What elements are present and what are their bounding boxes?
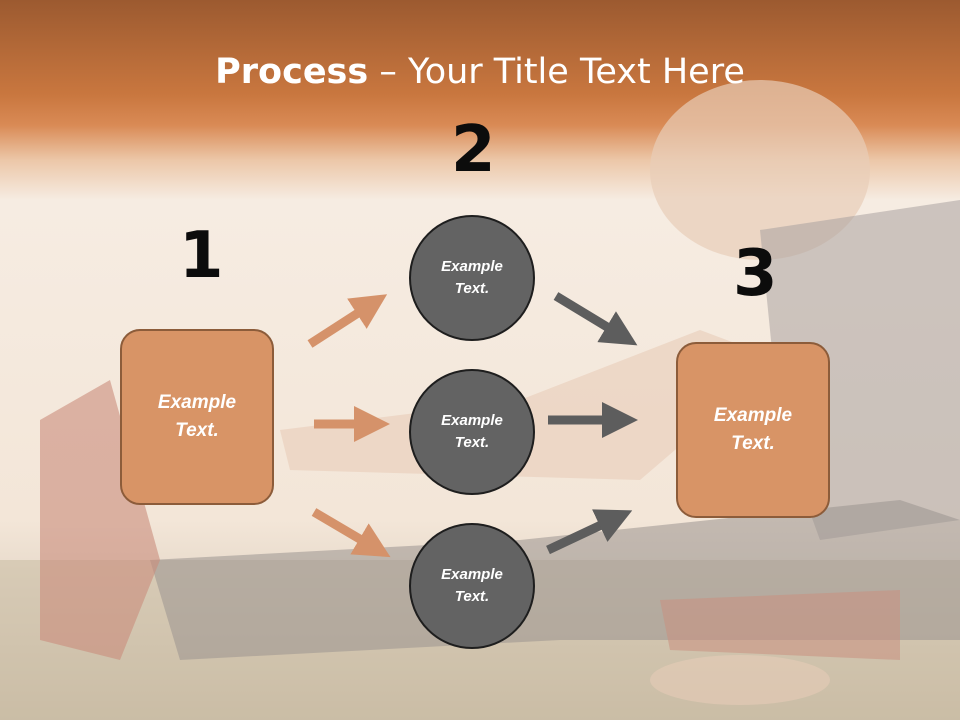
step-2-circle-middle: Example Text. [409,369,535,495]
step-number-1: 1 [179,219,224,293]
step-3-text: Example Text. [713,404,793,455]
step-number-2: 2 [451,113,496,187]
step-3-box: Example Text. [676,342,830,518]
step-1-box: Example Text. [120,329,274,505]
arrow-top-to-3 [553,292,638,346]
title-bold: Process [215,52,369,92]
arrow-bottom-to-3 [546,509,633,555]
step-2-circle-top: Example Text. [409,215,535,341]
circle-bottom-text: Example Text. [441,565,503,606]
circle-top-text: Example Text. [441,257,503,298]
slide-title: Process – Your Title Text Here [0,52,960,92]
title-rest: – Your Title Text Here [368,52,745,92]
circle-middle-text: Example Text. [441,411,503,452]
step-1-text: Example Text. [157,391,237,442]
step-number-3: 3 [733,237,778,311]
step-2-circle-bottom: Example Text. [409,523,535,649]
arrow-1-to-bottom [311,508,391,558]
arrow-1-to-top [307,294,388,348]
